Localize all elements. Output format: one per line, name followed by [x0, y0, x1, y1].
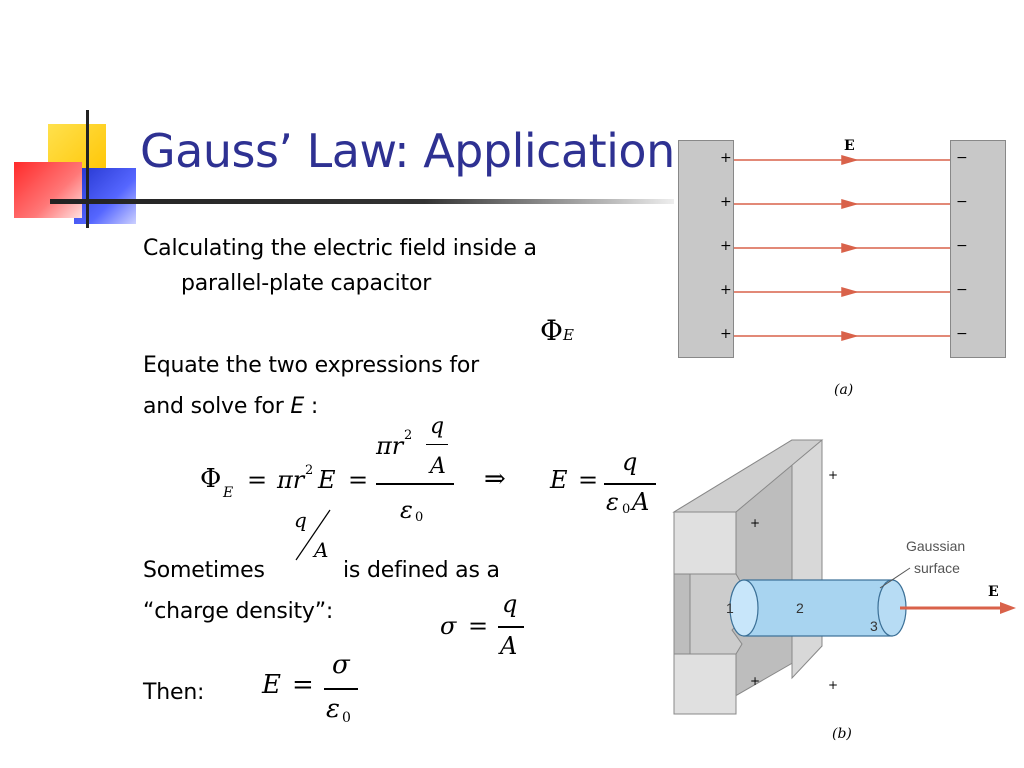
result-eps: ε [606, 488, 619, 516]
phi-subscript: E [562, 326, 574, 344]
then-text: Then: [143, 680, 205, 705]
logo-vertical-line [86, 110, 89, 228]
implies-arrow: ⇒ [484, 464, 506, 494]
region-3: 3 [870, 618, 878, 634]
equate-line: Equate the two expressions for [143, 353, 479, 378]
region-2: 2 [796, 600, 804, 616]
result-eps-sub: 0 [622, 502, 631, 517]
sometimes-text: Sometimes [143, 558, 265, 583]
logo-red-square [14, 162, 82, 218]
minus-5: − [956, 326, 968, 342]
solve-variable: E [290, 394, 305, 419]
slide-title: Gauss’ Law: Application [140, 124, 675, 178]
frac-main-bar [376, 483, 454, 485]
final-sigma: σ [332, 650, 350, 680]
plate-b-plus-2: + [750, 516, 761, 530]
minus-4-label: − [956, 282, 968, 298]
final-E: E [262, 670, 281, 700]
plus-4: + [720, 282, 732, 298]
plus-3: + [720, 238, 732, 254]
plus-2-label: + [720, 194, 732, 210]
sigma-bar [498, 626, 524, 628]
minus-3-label: − [956, 238, 968, 254]
field-label-a: E [844, 138, 855, 154]
final-eps-sub: 0 [342, 710, 351, 726]
final-equals: = [292, 670, 314, 700]
plus-5: + [720, 326, 732, 342]
minus-2-label: − [956, 194, 968, 210]
plate-negative [950, 140, 1006, 358]
minus-3: − [956, 238, 968, 254]
final-eps: ε [326, 694, 340, 724]
slash-q: q [294, 508, 307, 532]
phi-symbol: Φ [540, 314, 563, 347]
caption-b: (b) [832, 726, 852, 742]
defined-as-text: is defined as a [343, 558, 500, 583]
frac-inner-bar [426, 444, 448, 445]
frac-inner-q: q [430, 414, 445, 439]
final-equation: E = σ ε 0 [262, 650, 372, 740]
field-lines [734, 155, 950, 341]
eq-pir: πr [277, 466, 305, 494]
plus-3-label: + [720, 238, 732, 254]
solve-prefix: and solve for [143, 394, 291, 419]
result-E: E [550, 466, 568, 494]
minus-1-label: − [956, 150, 968, 166]
minus-5-label: − [956, 326, 968, 342]
eq-equals-1: = [247, 466, 268, 494]
frac-sq: 2 [404, 428, 413, 443]
region-1: 1 [726, 600, 734, 616]
figure-b: Gaussian surface 1 2 3 E + + + + (b) [670, 438, 1020, 748]
slash-A: A [314, 538, 329, 562]
caption-a: (a) [834, 382, 854, 398]
frac-inner-A: A [430, 454, 446, 479]
plate-b-plus-3: + [750, 674, 761, 688]
plate-b-plus-1: + [828, 468, 839, 482]
frac-eps: ε [400, 496, 413, 524]
result-equals: = [578, 466, 599, 494]
plus-5-label: + [720, 326, 732, 342]
logo-blue-square [74, 168, 136, 224]
figure-a: + + + + + − − − − − E (a) [676, 138, 1016, 403]
solve-line: and solve for E : [143, 394, 318, 419]
minus-4: − [956, 282, 968, 298]
phi-e-symbol: ΦE [540, 314, 574, 347]
result-bar [604, 483, 656, 485]
slash-line [295, 509, 331, 561]
text-line-2: parallel-plate capacitor [181, 271, 432, 296]
final-bar [324, 688, 358, 690]
plus-1: + [720, 150, 732, 166]
slashed-q-over-a: q A [290, 508, 340, 564]
title-underline [50, 199, 674, 204]
eq-phi: Φ [200, 464, 222, 494]
eq-sq: 2 [305, 463, 314, 478]
sigma-equation: σ = q A [440, 588, 540, 668]
plate-positive [678, 140, 734, 358]
minus-2: − [956, 194, 968, 210]
plate-3d-drawing [672, 439, 1016, 715]
sigma-symbol: σ [440, 612, 457, 640]
main-equation: Φ E = πr 2 E = πr 2 q A ε 0 ⇒ E = q ε 0 … [200, 414, 670, 528]
plus-2: + [720, 194, 732, 210]
sigma-A: A [500, 632, 518, 660]
text-line-1: Calculating the electric field inside a [143, 236, 537, 261]
gaussian-label-1: Gaussian [906, 538, 966, 554]
result-A: A [632, 488, 650, 516]
eq-equals-2: = [348, 466, 369, 494]
gaussian-label-2: surface [914, 560, 960, 576]
result-q: q [622, 448, 638, 476]
plate-b-plus-4: + [828, 678, 839, 692]
solve-suffix: : [304, 394, 319, 419]
eq-E: E [318, 466, 336, 494]
frac-eps-sub: 0 [415, 510, 424, 525]
sigma-q: q [502, 590, 518, 618]
sigma-equals: = [468, 612, 489, 640]
plus-4-label: + [720, 282, 732, 298]
charge-density-text: “charge density”: [143, 599, 334, 624]
frac-pir: πr [376, 432, 404, 460]
minus-1: − [956, 150, 968, 166]
field-label-b: E [988, 584, 999, 600]
eq-phi-sub: E [223, 485, 234, 501]
logo-decoration [0, 110, 140, 230]
